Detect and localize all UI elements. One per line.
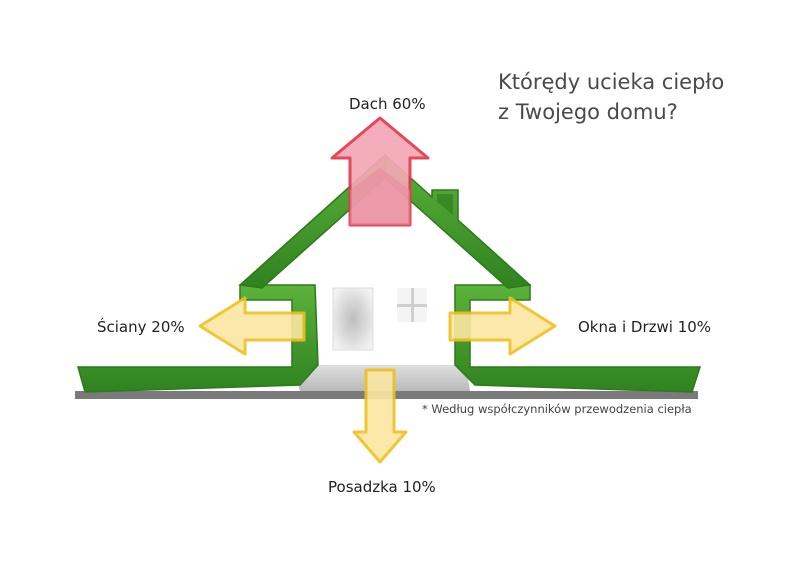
roof-heat-arrow: [330, 116, 430, 227]
windows-heat-arrow: [448, 296, 557, 356]
roof-label: Dach 60%: [349, 95, 426, 113]
floor-heat-arrow: [352, 368, 408, 464]
diagram-title-line-2: z Twojego domu?: [498, 100, 678, 124]
windows-doors-label: Okna i Drzwi 10%: [578, 318, 712, 336]
diagram-title-line-1: Którędy ucieka ciepło: [498, 70, 725, 94]
footnote: * Według współczynników przewodzenia cie…: [422, 402, 692, 416]
window-left: [332, 287, 374, 351]
walls-heat-arrow: [198, 296, 306, 356]
window-right: [397, 288, 427, 322]
walls-label: Ściany 20%: [97, 318, 185, 336]
floor-label: Posadzka 10%: [328, 478, 436, 496]
